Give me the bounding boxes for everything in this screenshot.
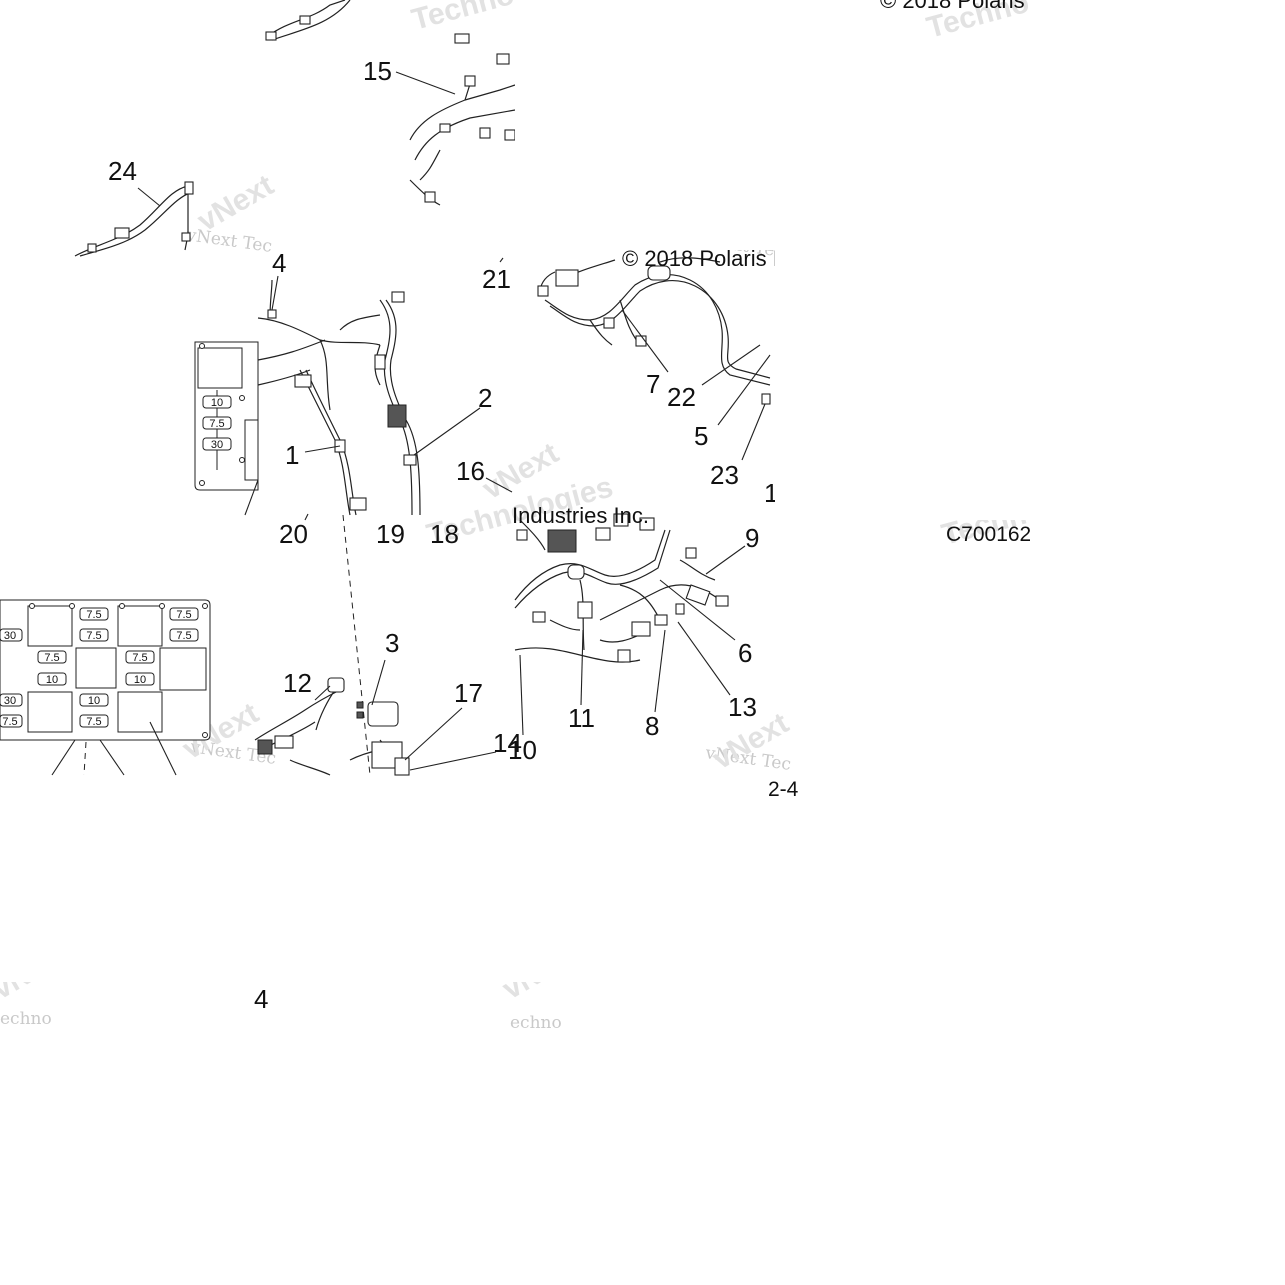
callout-label: 12 bbox=[283, 668, 312, 698]
callout-label: 14 bbox=[493, 728, 522, 758]
fuse-value: 30 bbox=[4, 695, 16, 707]
fuse-value: 30 bbox=[4, 630, 16, 642]
callout-label: 4 bbox=[254, 984, 268, 1014]
fuse-value: 7.5 bbox=[209, 418, 224, 430]
fuse-value: 30 bbox=[211, 439, 223, 451]
callout-label: 15 bbox=[363, 56, 392, 86]
callout-labels: 24 15 4 21 2 1 7 22 5 23 1 16 20 19 18 9… bbox=[108, 56, 778, 1014]
harness-center bbox=[257, 257, 504, 521]
fuse-value: 7.5 bbox=[86, 716, 101, 728]
harness-top bbox=[265, 0, 516, 206]
fuse-block-lower: 7.5 7.5 30 7.5 7.5 7.5 10 7.5 10 30 10 7… bbox=[0, 599, 211, 776]
harness-lower-right bbox=[485, 477, 746, 736]
fuse-value: 7.5 bbox=[2, 716, 17, 728]
callout-label: 5 bbox=[694, 421, 708, 451]
callout-label: 22 bbox=[667, 382, 696, 412]
callout-label: 13 bbox=[728, 692, 757, 722]
watermark-text: echno bbox=[0, 1009, 52, 1029]
fuse-value: 10 bbox=[211, 397, 223, 409]
callout-label: 11 bbox=[568, 703, 595, 733]
callout-label: 6 bbox=[738, 638, 752, 668]
fuse-block-upper: 10 7.5 30 bbox=[194, 341, 259, 516]
callout-label: 9 bbox=[745, 523, 759, 553]
watermark-text: echno bbox=[510, 1013, 562, 1033]
copyright-notice: © 2018 Polaris bbox=[880, 0, 1025, 13]
callout-label: 17 bbox=[454, 678, 483, 708]
harness-lower-center bbox=[254, 514, 497, 776]
callout-label: 1 bbox=[764, 478, 778, 508]
fuse-value: 7.5 bbox=[176, 630, 191, 642]
callout-label: 16 bbox=[456, 456, 485, 486]
callout-label: 4 bbox=[272, 248, 286, 278]
callout-label: 10 bbox=[508, 735, 537, 765]
callout-label: 8 bbox=[645, 711, 659, 741]
figure-id: C700162 bbox=[946, 523, 1031, 546]
fuse-value: 7.5 bbox=[44, 652, 59, 664]
callout-label: 23 bbox=[710, 460, 739, 490]
fuse-value: 10 bbox=[46, 674, 58, 686]
fuse-value: 7.5 bbox=[176, 609, 191, 621]
callout-label: 7 bbox=[646, 369, 660, 399]
watermark-text: vNext Tec bbox=[184, 225, 273, 257]
fuse-value: 10 bbox=[88, 695, 100, 707]
page-number: 2-4 bbox=[768, 778, 799, 801]
callout-label: 20 bbox=[279, 519, 308, 549]
fuse-value: 7.5 bbox=[132, 652, 147, 664]
harness-upper-right bbox=[537, 257, 771, 461]
fuse-value: 7.5 bbox=[86, 609, 101, 621]
callout-label: 2 bbox=[478, 383, 492, 413]
fuse-value: 10 bbox=[134, 674, 146, 686]
callout-label: 21 bbox=[482, 264, 511, 294]
fuse-value: 7.5 bbox=[86, 630, 101, 642]
callout-label: 19 bbox=[376, 519, 405, 549]
callout-label: 24 bbox=[108, 156, 137, 186]
callout-label: 1 bbox=[285, 440, 299, 470]
harness-24 bbox=[74, 181, 194, 257]
callout-label: 3 bbox=[385, 628, 399, 658]
watermark-text: vNext bbox=[192, 169, 279, 238]
callout-label: 18 bbox=[430, 519, 459, 549]
copyright-notice: Industries Inc. bbox=[512, 503, 649, 528]
